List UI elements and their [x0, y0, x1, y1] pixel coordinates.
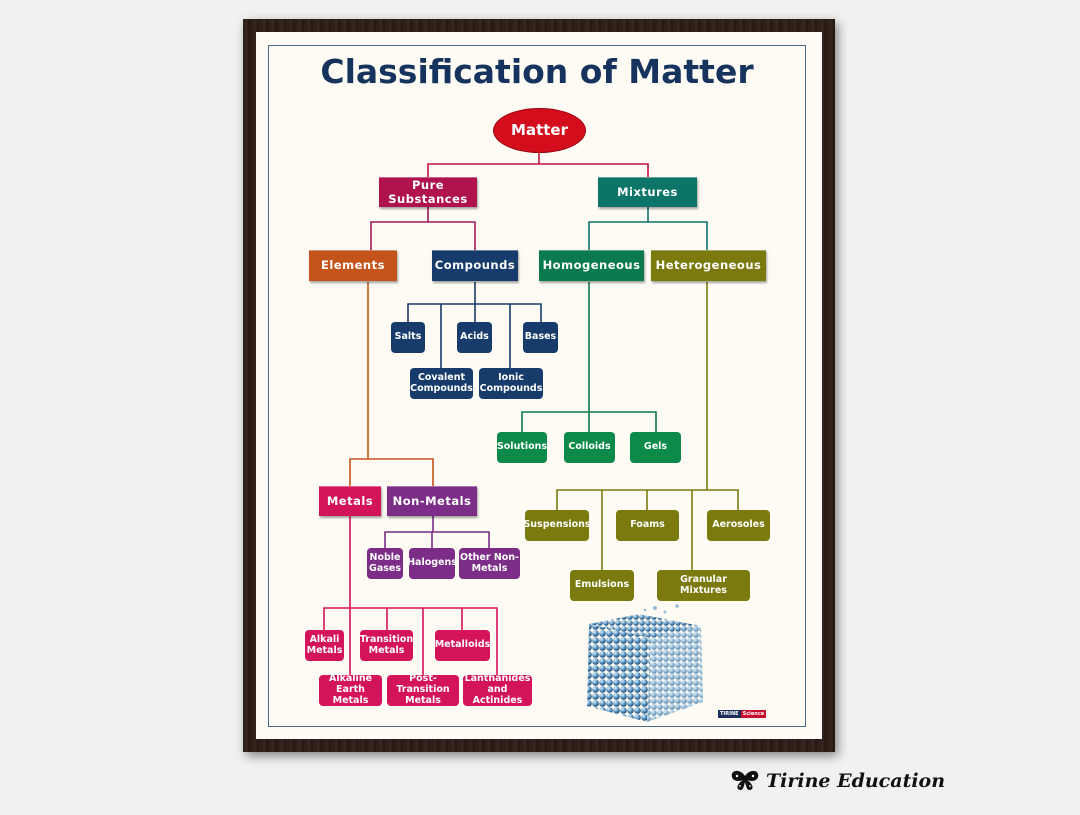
- ionic-compounds-node: Ionic Compounds: [479, 368, 543, 399]
- aerosoles-node: Aerosoles: [707, 510, 770, 541]
- brand-signature: Tirine Education: [730, 770, 945, 792]
- badge-left-label: TIRINE: [718, 710, 741, 718]
- other-non-metals-node: Other Non-Metals: [459, 548, 520, 579]
- non-metals-node: Non-Metals: [387, 486, 477, 516]
- acids-node: Acids: [457, 322, 492, 353]
- alkali-metals-node: Alkali Metals: [305, 630, 344, 661]
- solutions-node: Solutions: [497, 432, 547, 463]
- homogeneous-node: Homogeneous: [539, 250, 644, 281]
- matter-node: Matter: [493, 108, 586, 153]
- heterogeneous-node: Heterogeneous: [651, 250, 766, 281]
- granular-mixtures-node: Granular Mixtures: [657, 570, 750, 601]
- suspensions-node: Suspensions: [523, 510, 591, 541]
- poster-title: Classification of Matter: [320, 52, 754, 91]
- lanthanides-actinides-node: Lanthanides and Actinides: [463, 673, 532, 706]
- salts-node: Salts: [391, 322, 425, 353]
- halogens-node: Halogens: [407, 548, 457, 579]
- compounds-node: Compounds: [432, 250, 518, 281]
- covalent-compounds-node: Covalent Compounds: [410, 368, 473, 399]
- noble-gases-node: Noble Gases: [367, 548, 403, 579]
- tirine-science-badge: TIRINE Science: [718, 710, 768, 718]
- metalloids-node: Metalloids: [435, 630, 490, 661]
- emulsions-node: Emulsions: [570, 570, 634, 601]
- badge-right-label: Science: [740, 710, 767, 718]
- post-transition-metals-node: Post-Transition Metals: [387, 673, 459, 706]
- butterfly-icon: [731, 770, 759, 791]
- gels-node: Gels: [630, 432, 681, 463]
- alkaline-earth-metals-node: Alkaline Earth Metals: [319, 673, 382, 706]
- transition-metals-node: Transition Metals: [360, 630, 413, 661]
- molecule-cube-illustration: [587, 604, 703, 722]
- pure-substances-node: Pure Substances: [379, 177, 477, 207]
- brand-name: Tirine Education: [766, 770, 946, 792]
- elements-node: Elements: [309, 250, 397, 281]
- mixtures-node: Mixtures: [598, 177, 697, 207]
- bases-node: Bases: [523, 322, 558, 353]
- metals-node: Metals: [319, 486, 381, 516]
- poster-border: [268, 45, 806, 727]
- colloids-node: Colloids: [564, 432, 615, 463]
- foams-node: Foams: [616, 510, 679, 541]
